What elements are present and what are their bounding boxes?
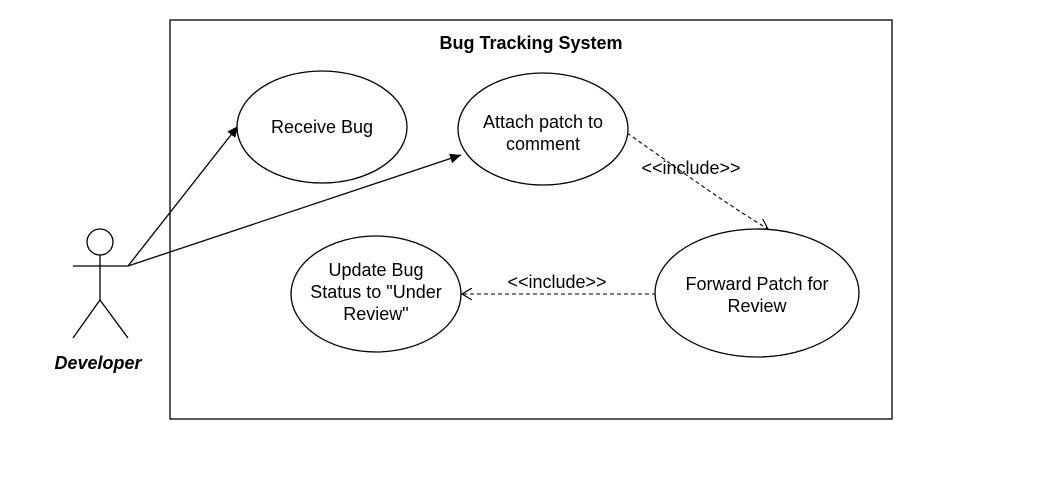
use-case-ellipse	[290, 235, 462, 353]
association-attach-patch	[127, 153, 462, 267]
use-case-label-line: Review"	[343, 304, 408, 324]
use-case-ellipse	[654, 228, 860, 358]
include-arrow-attach-to-forward	[626, 132, 768, 229]
use-case-label-line: Review	[727, 296, 787, 316]
association-receive-bug	[127, 125, 239, 267]
use-case-update-status[interactable]: Update Bug Status to "Under Review"	[290, 235, 462, 353]
actor-right-leg	[99, 299, 129, 339]
actor-name: Developer	[54, 353, 142, 373]
actor-left-leg	[72, 299, 101, 339]
system-title: Bug Tracking System	[439, 33, 622, 53]
use-case-label-line: Receive Bug	[271, 117, 373, 137]
include-label-2: <<include>>	[507, 272, 606, 292]
actor-head	[86, 228, 114, 256]
use-case-label-line: Attach patch to	[483, 112, 603, 132]
use-case-ellipse	[457, 72, 629, 186]
use-case-label-line: Status to "Under	[310, 282, 441, 302]
use-case-label-line: Forward Patch for	[685, 274, 828, 294]
include-label-1: <<include>>	[641, 158, 740, 178]
actor-developer[interactable]	[72, 228, 129, 339]
use-case-forward-patch[interactable]: Forward Patch for Review	[654, 228, 860, 358]
use-case-label-line: comment	[506, 134, 580, 154]
use-case-attach-patch[interactable]: Attach patch to comment	[457, 72, 629, 186]
use-case-label-line: Update Bug	[328, 260, 423, 280]
use-case-receive-bug[interactable]: Receive Bug	[236, 70, 408, 184]
use-case-ellipse	[236, 70, 408, 184]
